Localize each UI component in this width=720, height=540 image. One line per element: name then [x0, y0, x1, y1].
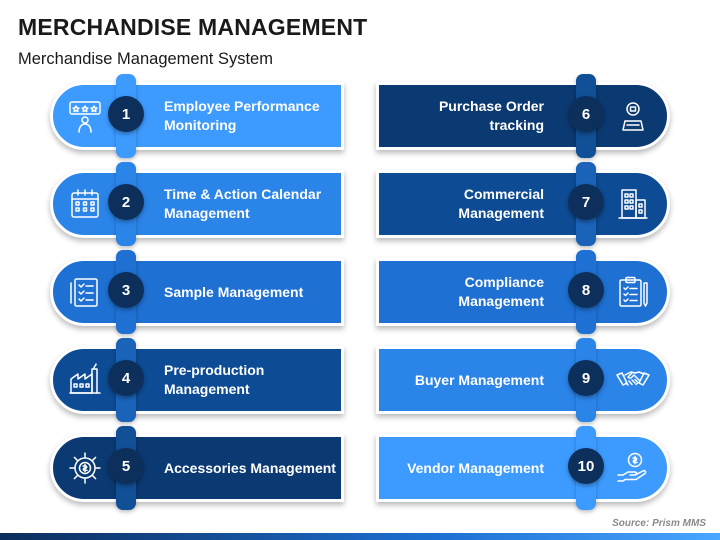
item-1-pill — [50, 82, 344, 150]
item-5-label: Accessories Management — [164, 459, 336, 476]
item-3-label: Sample Management — [164, 283, 304, 300]
page-subtitle: Merchandise Management System — [18, 50, 273, 68]
handshake-icon — [616, 363, 650, 397]
item-9-number: 9 — [568, 360, 604, 396]
item-2-pill — [50, 170, 344, 238]
item-6-label: Purchase Order tracking — [438, 98, 544, 133]
item-2-label: Time & Action Calendar Management — [164, 186, 322, 221]
item-6-number: 6 — [568, 96, 604, 132]
item-9-pill — [376, 346, 670, 414]
page-title: MERCHANDISE MANAGEMENT — [18, 14, 368, 40]
item-9: 9 Buyer Management — [376, 338, 670, 422]
item-5: 5 Accessories Management — [50, 426, 344, 510]
item-10-pill — [376, 434, 670, 502]
item-10: 10 Vendor Management — [376, 426, 670, 510]
item-7-number: 7 — [568, 184, 604, 220]
item-6-pill — [376, 82, 670, 150]
item-3-number: 3 — [108, 272, 144, 308]
item-4: 4 Pre-production Management — [50, 338, 344, 422]
purchase-person-icon — [616, 99, 650, 133]
item-7: 7 Commercial Management — [376, 162, 670, 246]
item-1: 1 Employee Performance Monitoring — [50, 74, 344, 158]
item-4-pill — [50, 346, 344, 414]
item-1-label: Employee Performance Monitoring — [164, 98, 320, 133]
factory-icon — [68, 363, 102, 397]
item-7-label: Commercial Management — [458, 186, 544, 221]
item-9-label: Buyer Management — [414, 371, 544, 388]
checklist-icon — [68, 275, 102, 309]
item-10-number: 10 — [568, 448, 604, 484]
calendar-icon — [68, 187, 102, 221]
item-10-label: Vendor Management — [407, 459, 544, 476]
item-7-pill — [376, 170, 670, 238]
item-3: 3 Sample Management — [50, 250, 344, 334]
hand-money-icon — [616, 451, 650, 485]
item-1-number: 1 — [108, 96, 144, 132]
bottom-accent-bar — [0, 533, 720, 540]
item-3-pill — [50, 258, 344, 326]
item-4-number: 4 — [108, 360, 144, 396]
item-4-label: Pre-production Management — [164, 362, 265, 397]
item-2-number: 2 — [108, 184, 144, 220]
item-5-number: 5 — [108, 448, 144, 484]
clipboard-icon — [616, 275, 650, 309]
employee-rating-icon — [68, 99, 102, 133]
item-2: 2 Time & Action Calendar Management — [50, 162, 344, 246]
item-8: 8 Compliance Management — [376, 250, 670, 334]
gear-dollar-icon — [68, 451, 102, 485]
item-8-number: 8 — [568, 272, 604, 308]
item-8-label: Compliance Management — [458, 274, 544, 309]
building-icon — [616, 187, 650, 221]
item-8-pill — [376, 258, 670, 326]
source-note: Source: Prism MMS — [612, 518, 706, 529]
item-6: 6 Purchase Order tracking — [376, 74, 670, 158]
